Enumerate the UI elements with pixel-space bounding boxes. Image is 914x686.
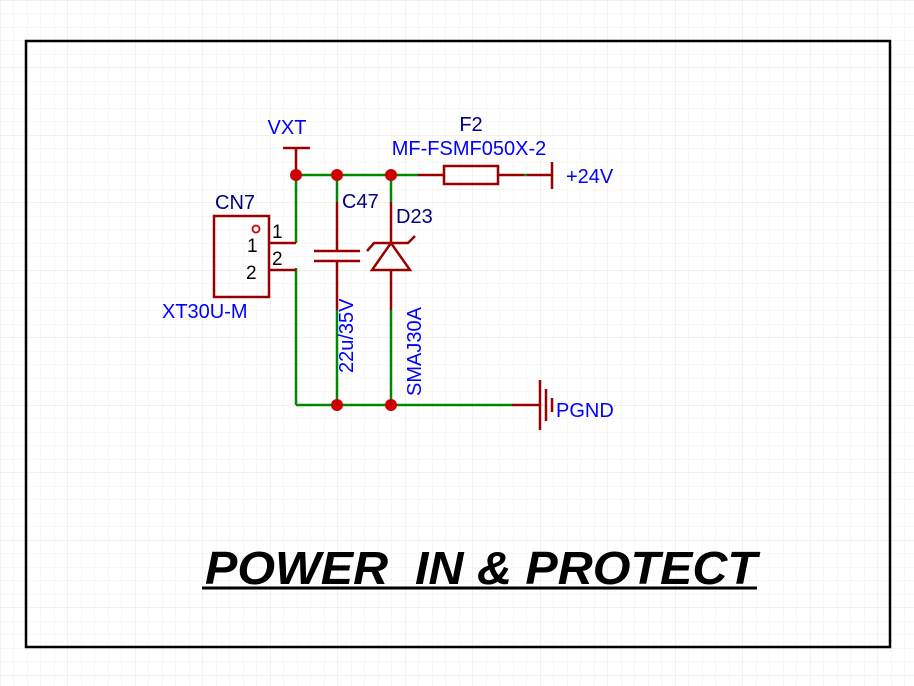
d23-value: SMAJ30A: [404, 306, 426, 396]
net-label-pgnd: PGND: [556, 400, 614, 422]
net-port-24v[interactable]: +24V: [527, 162, 614, 189]
component-cn7[interactable]: 1 2 1 2 CN7 XT30U-M: [162, 192, 296, 323]
net-port-pgnd[interactable]: PGND: [512, 380, 614, 430]
sheet-border: [24, 39, 892, 649]
cn7-pin2-number: 2: [272, 249, 283, 270]
cn7-pin1-name: 1: [247, 236, 258, 257]
connector-body: [212, 214, 271, 299]
d23-designator: D23: [396, 206, 433, 228]
component-f2[interactable]: F2 MF-FSMF050X-2: [392, 114, 546, 186]
f2-value: MF-FSMF050X-2: [392, 138, 546, 160]
junction-dot: [331, 169, 343, 181]
cn7-value: XT30U-M: [162, 301, 248, 323]
component-c47[interactable]: C47 22u/35V: [314, 191, 379, 373]
cn7-pin2-name: 2: [246, 263, 257, 284]
c47-designator: C47: [342, 191, 379, 213]
f2-designator: F2: [459, 114, 482, 136]
junction-dot: [290, 169, 302, 181]
sheet-title: POWER_IN & PROTECT: [205, 542, 761, 594]
net-label-24v: +24V: [566, 166, 614, 188]
junctions: [290, 169, 397, 411]
pin1-marker-icon: [251, 224, 261, 234]
sheet-title-block: POWER_IN & PROTECT: [202, 542, 761, 594]
junction-dot: [385, 169, 397, 181]
net-label-vxt: VXT: [268, 117, 307, 139]
component-d23[interactable]: D23 SMAJ30A: [366, 202, 433, 396]
c47-value: 22u/35V: [336, 298, 358, 373]
junction-dot: [331, 399, 343, 411]
cn7-designator: CN7: [215, 192, 255, 214]
junction-dot: [385, 399, 397, 411]
wires: [294, 173, 527, 407]
net-port-vxt[interactable]: VXT: [268, 117, 310, 175]
cn7-pin1-number: 1: [272, 222, 283, 243]
